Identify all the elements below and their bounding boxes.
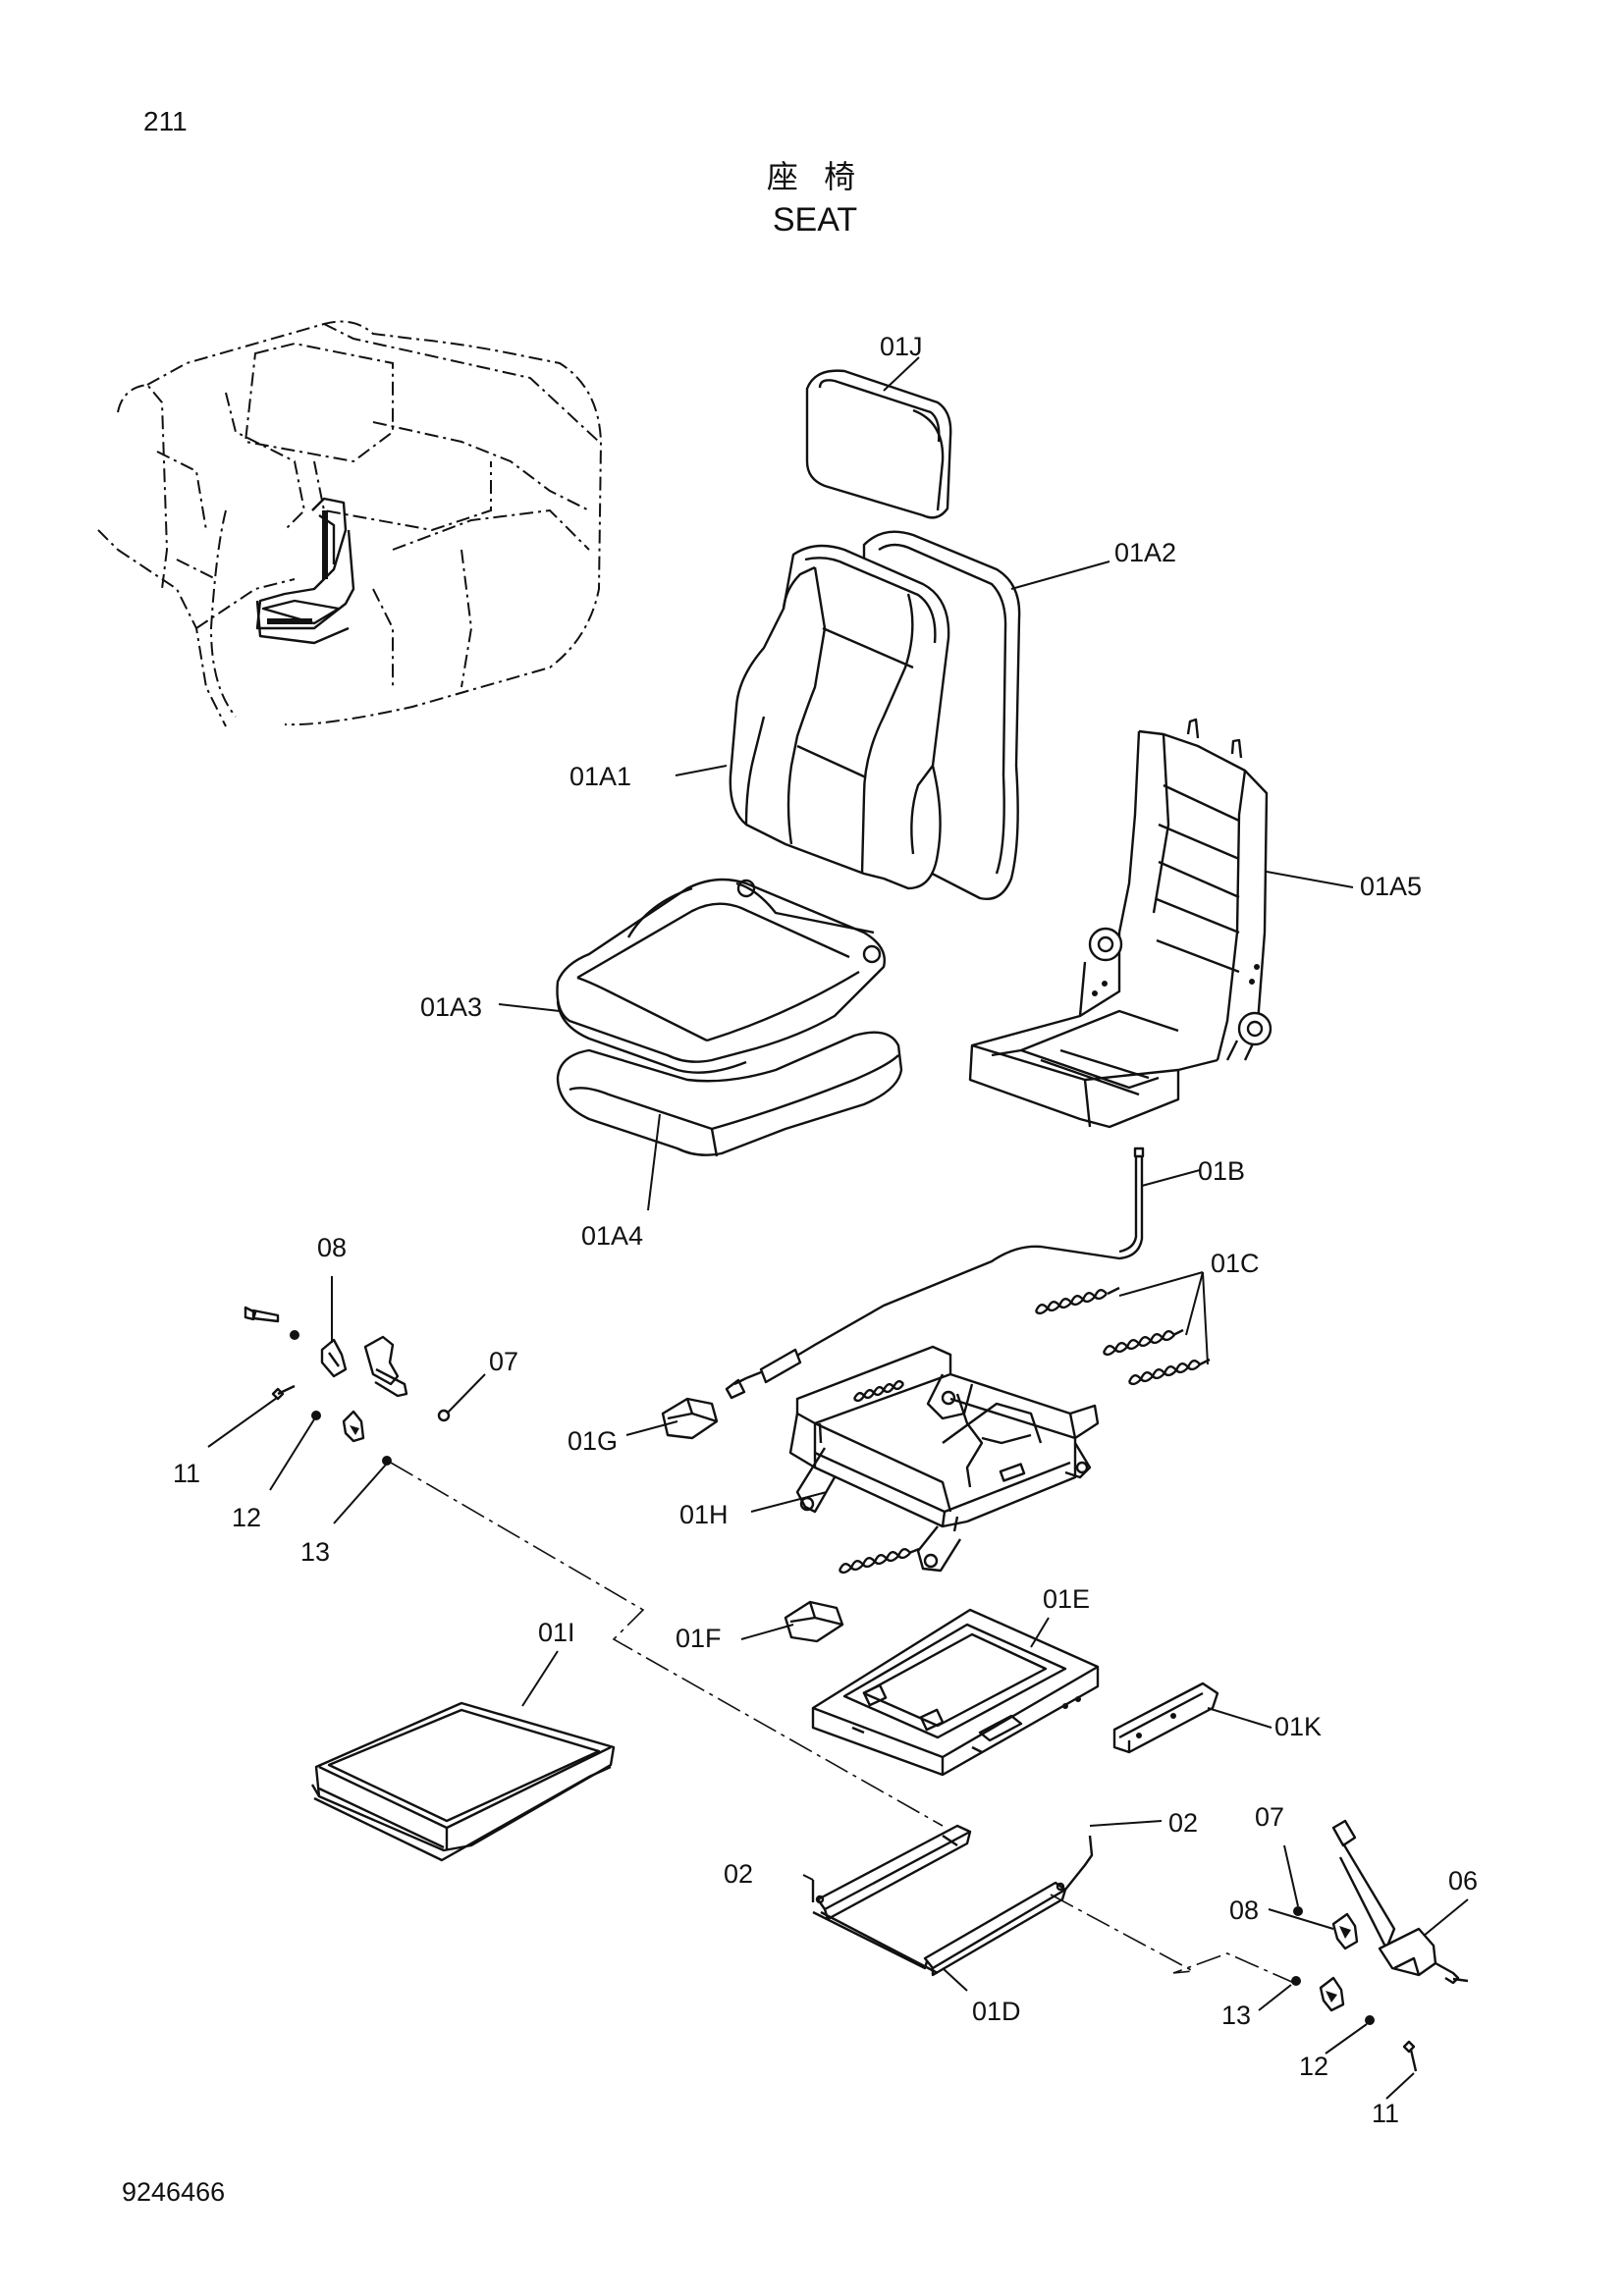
suspension-frame-01H xyxy=(788,1345,1100,1573)
bracket-01K xyxy=(1112,1682,1219,1754)
label-02-left: 02 xyxy=(724,1859,753,1889)
label-01E: 01E xyxy=(1043,1584,1090,1614)
label-12-right: 12 xyxy=(1299,2052,1328,2081)
label-01A1: 01A1 xyxy=(569,762,631,791)
label-11-right: 11 xyxy=(1372,2099,1399,2128)
label-11-left: 11 xyxy=(173,1459,200,1488)
seatbelt-left-assembly xyxy=(244,1306,451,1466)
leader-lines xyxy=(207,356,1469,2100)
document-number: 9246466 xyxy=(122,2177,226,2207)
back-cushion-front-01A1 xyxy=(729,544,950,890)
label-01D: 01D xyxy=(972,1997,1021,2026)
label-01J: 01J xyxy=(880,332,923,361)
label-13-left: 13 xyxy=(300,1537,330,1567)
label-07-left: 07 xyxy=(489,1347,518,1376)
springs-01C xyxy=(1034,1286,1211,1386)
label-01F: 01F xyxy=(676,1624,722,1653)
label-01A2: 01A2 xyxy=(1114,538,1176,567)
label-01C: 01C xyxy=(1211,1249,1260,1278)
lower-spring xyxy=(838,1547,920,1575)
cushion-pad-01I xyxy=(310,1701,616,1862)
label-13-right: 13 xyxy=(1221,2001,1251,2030)
seatbelt-right-assembly xyxy=(1291,1819,1469,2072)
base-plate-01E xyxy=(811,1608,1100,1777)
seat-frame-01A5 xyxy=(968,718,1272,1129)
label-02-right: 02 xyxy=(1168,1808,1198,1838)
label-01A5: 01A5 xyxy=(1360,872,1422,901)
headrest-01J xyxy=(805,369,952,519)
cab-location-view xyxy=(97,320,603,727)
title-japanese: 座 椅 xyxy=(766,158,864,195)
page-number: 211 xyxy=(143,106,188,136)
seat-cushion-top-01A3 xyxy=(556,878,886,1074)
part-labels: 01J 01A2 01A1 01A5 01A3 01A4 01B 01C 08 … xyxy=(173,332,1478,2128)
label-01G: 01G xyxy=(568,1426,618,1456)
label-01H: 01H xyxy=(679,1500,729,1529)
label-01I: 01I xyxy=(538,1618,575,1647)
label-07-right: 07 xyxy=(1255,1802,1284,1832)
label-08-right: 08 xyxy=(1229,1896,1259,1925)
label-01K: 01K xyxy=(1274,1712,1322,1741)
slide-rails-01D xyxy=(811,1824,1094,1977)
label-08-left: 08 xyxy=(317,1233,347,1262)
label-01A4: 01A4 xyxy=(581,1221,643,1251)
cable-01B xyxy=(725,1147,1145,1400)
knob-01G xyxy=(661,1397,719,1440)
label-01A3: 01A3 xyxy=(420,992,482,1022)
label-06: 06 xyxy=(1448,1866,1478,1896)
assembly-center-lines xyxy=(390,1462,1295,1984)
title-english: SEAT xyxy=(772,201,858,239)
seat-cushion-bottom-01A4 xyxy=(556,1031,903,1157)
knob-01F xyxy=(784,1600,844,1643)
label-01B: 01B xyxy=(1198,1156,1245,1186)
label-12-left: 12 xyxy=(232,1503,261,1532)
